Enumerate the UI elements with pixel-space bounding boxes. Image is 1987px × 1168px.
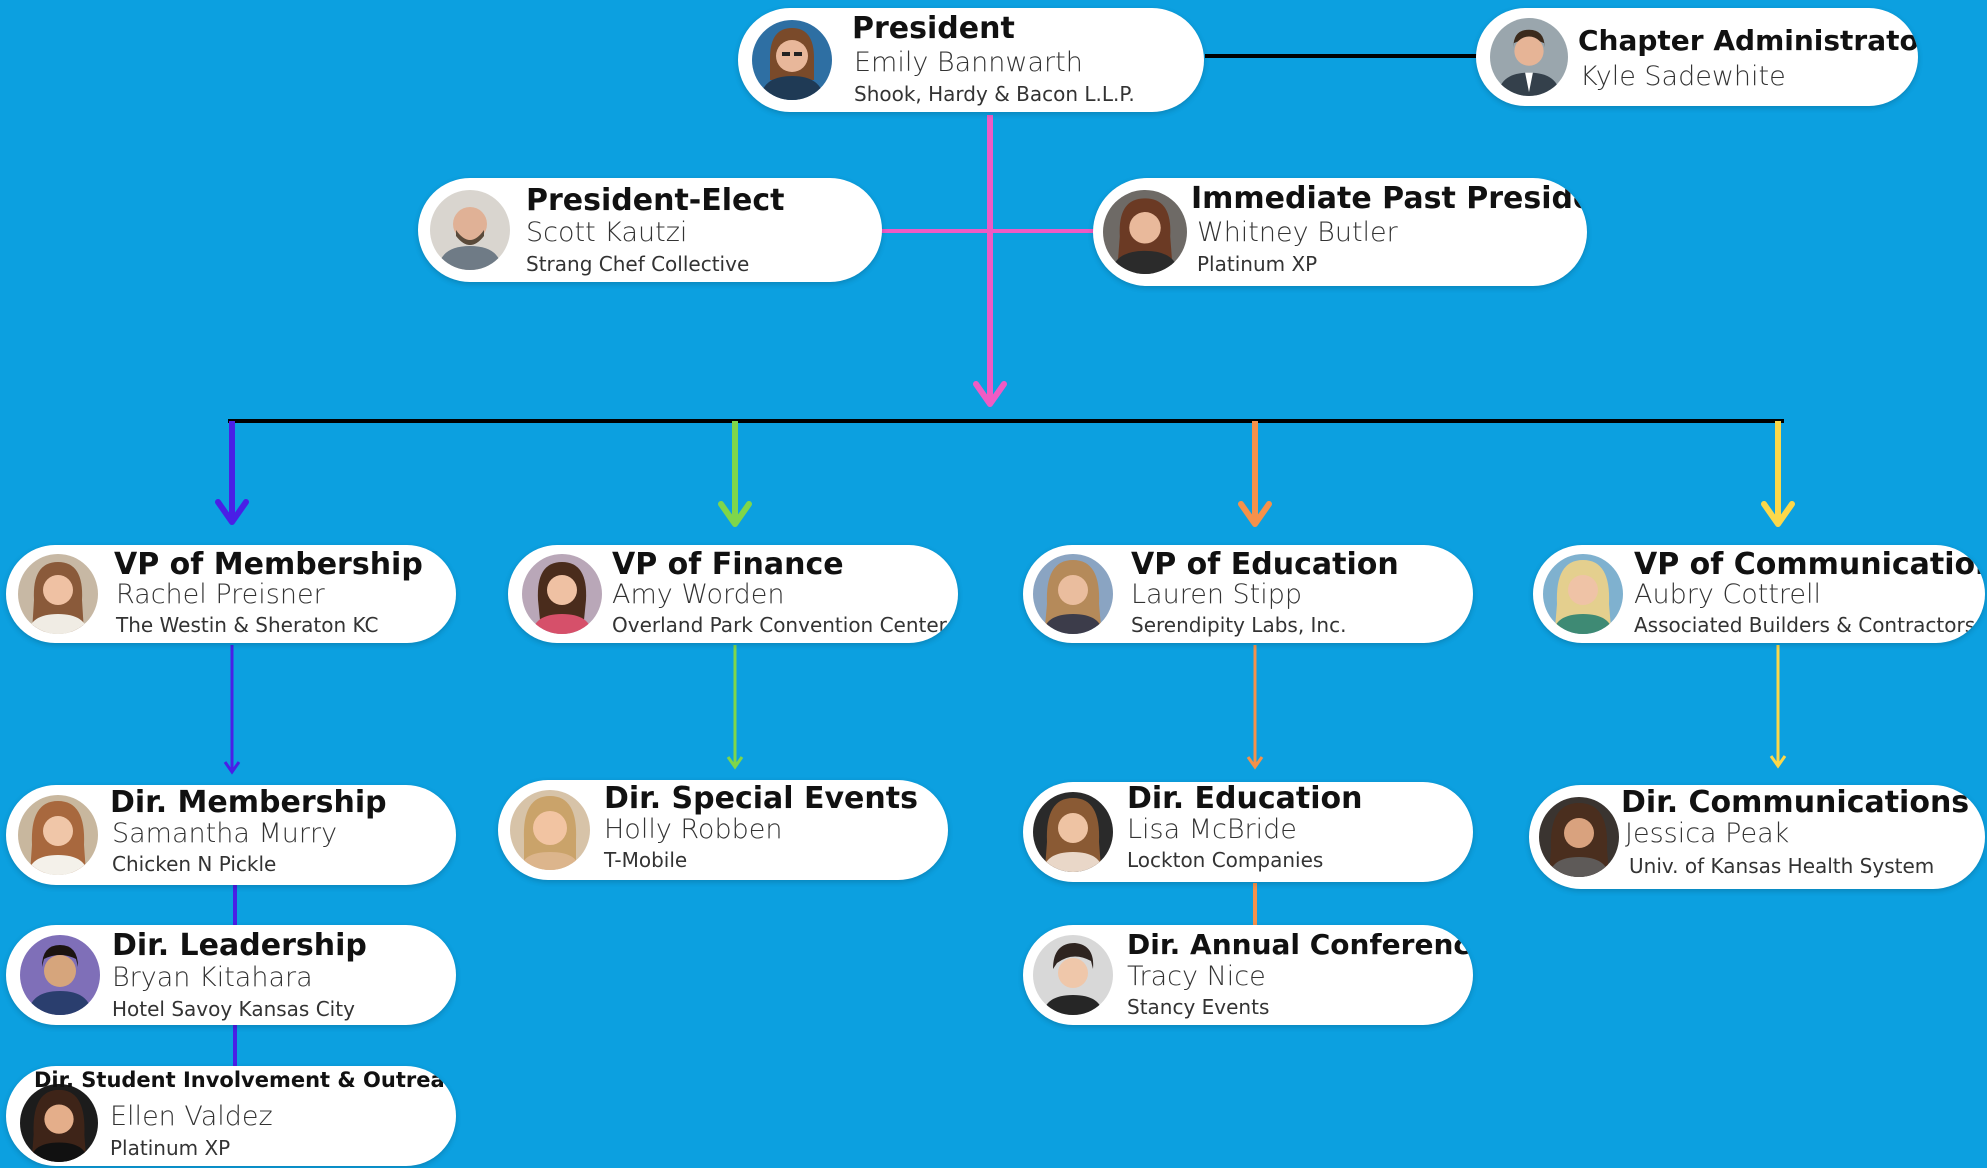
card-dir-leadership: Dir. Leadership Bryan Kitahara Hotel Sav… (6, 925, 456, 1025)
avatar-vp-education (1033, 554, 1113, 634)
person-name: Jessica Peak (1625, 818, 1790, 849)
avatar-dir-student-involvement (20, 1084, 98, 1162)
avatar-president-elect (430, 190, 510, 270)
arrowhead-vp-membership (215, 499, 249, 525)
organization-name: Stancy Events (1127, 995, 1270, 1019)
card-dir-communications: Dir. Communications Jessica Peak Univ. o… (1529, 785, 1985, 889)
avatar-dir-education (1033, 792, 1113, 872)
role-title: Dir. Leadership (112, 928, 367, 963)
card-president-elect: President-Elect Scott Kautzi Strang Chef… (418, 178, 882, 282)
card-president: President Emily Bannwarth Shook, Hardy &… (738, 8, 1204, 112)
avatar-vp-membership (18, 554, 98, 634)
organization-name: Platinum XP (110, 1136, 231, 1160)
person-name: Amy Worden (612, 579, 785, 610)
organization-name: Associated Builders & Contractors (1634, 613, 1976, 637)
person-name: Scott Kautzi (526, 217, 688, 248)
organization-name: Hotel Savoy Kansas City (112, 997, 355, 1021)
role-title: Dir. Special Events (604, 781, 918, 816)
avatar-dir-special-events (510, 790, 590, 870)
card-dir-student-involvement: Dir. Student Involvement & Outreach Elle… (6, 1066, 456, 1166)
arrowhead-vp-finance (718, 501, 752, 527)
avatar-vp-finance (522, 554, 602, 634)
avatar-president (752, 20, 832, 100)
avatar-vp-communications (1543, 554, 1623, 634)
card-dir-membership: Dir. Membership Samantha Murry Chicken N… (6, 785, 456, 885)
person-name: Holly Robben (604, 814, 783, 845)
card-dir-education: Dir. Education Lisa McBride Lockton Comp… (1023, 782, 1473, 882)
role-title: VP of Finance (612, 547, 844, 582)
organization-name: Overland Park Convention Center (612, 613, 947, 637)
organization-name: Lockton Companies (1127, 848, 1324, 872)
role-title: VP of Membership (114, 547, 423, 582)
card-vp-education: VP of Education Lauren Stipp Serendipity… (1023, 545, 1473, 643)
arrowhead-dir-education (1246, 756, 1264, 770)
avatar-dir-membership (18, 795, 98, 875)
role-title: Dir. Membership (110, 785, 387, 820)
card-chapter-administrator: Chapter Administrator Kyle Sadewhite (1476, 8, 1918, 106)
organization-name: Platinum XP (1197, 252, 1318, 276)
organization-name: Univ. of Kansas Health System (1629, 854, 1935, 878)
role-title: Chapter Administrator (1578, 24, 1918, 57)
organization-name: Strang Chef Collective (526, 252, 750, 276)
person-name: Ellen Valdez (110, 1101, 273, 1132)
avatar-dir-leadership (20, 935, 100, 1015)
arrowhead-president (973, 381, 1007, 407)
role-title: Dir. Education (1127, 782, 1363, 816)
card-vp-finance: VP of Finance Amy Worden Overland Park C… (508, 545, 958, 643)
card-vp-communications: VP of Communications Aubry Cottrell Asso… (1533, 545, 1985, 643)
organization-name: The Westin & Sheraton KC (116, 613, 379, 637)
person-name: Samantha Murry (112, 818, 338, 849)
role-title: VP of Education (1131, 547, 1399, 582)
avatar-chapter-administrator (1490, 18, 1568, 96)
arrowhead-vp-education (1238, 501, 1272, 527)
person-name: Lauren Stipp (1131, 579, 1303, 610)
role-title: Dir. Communications (1621, 785, 1970, 820)
person-name: Whitney Butler (1197, 217, 1398, 248)
role-title: President-Elect (526, 183, 785, 218)
arrowhead-dir-communications (1769, 755, 1787, 769)
card-immediate-past-president: Immediate Past President Whitney Butler … (1093, 178, 1587, 286)
avatar-immediate-past-president (1103, 190, 1187, 274)
role-title: Dir. Student Involvement & Outreach (34, 1068, 456, 1092)
avatar-dir-communications (1539, 797, 1619, 877)
avatar-dir-annual-conference (1033, 935, 1113, 1015)
organization-name: Shook, Hardy & Bacon L.L.P. (854, 82, 1135, 106)
card-dir-special-events: Dir. Special Events Holly Robben T-Mobil… (498, 780, 948, 880)
role-title: VP of Communications (1634, 547, 1985, 582)
arrowhead-dir-membership (223, 761, 241, 775)
person-name: Tracy Nice (1127, 961, 1266, 992)
arrowhead-vp-communications (1761, 501, 1795, 527)
card-vp-membership: VP of Membership Rachel Preisner The Wes… (6, 545, 456, 643)
person-name: Lisa McBride (1127, 814, 1297, 845)
person-name: Kyle Sadewhite (1580, 61, 1786, 92)
card-dir-annual-conference: Dir. Annual Conference Tracy Nice Stancy… (1023, 925, 1473, 1025)
person-name: Aubry Cottrell (1634, 579, 1822, 610)
role-title: President (852, 11, 1015, 46)
arrowhead-dir-special-events (726, 756, 744, 770)
person-name: Bryan Kitahara (112, 962, 313, 993)
organization-name: T-Mobile (604, 848, 688, 872)
role-title: Dir. Annual Conference (1127, 928, 1473, 961)
organization-name: Serendipity Labs, Inc. (1131, 613, 1347, 637)
role-title: Immediate Past President (1191, 181, 1587, 216)
organization-name: Chicken N Pickle (112, 852, 277, 876)
person-name: Emily Bannwarth (854, 47, 1083, 78)
person-name: Rachel Preisner (116, 579, 325, 610)
